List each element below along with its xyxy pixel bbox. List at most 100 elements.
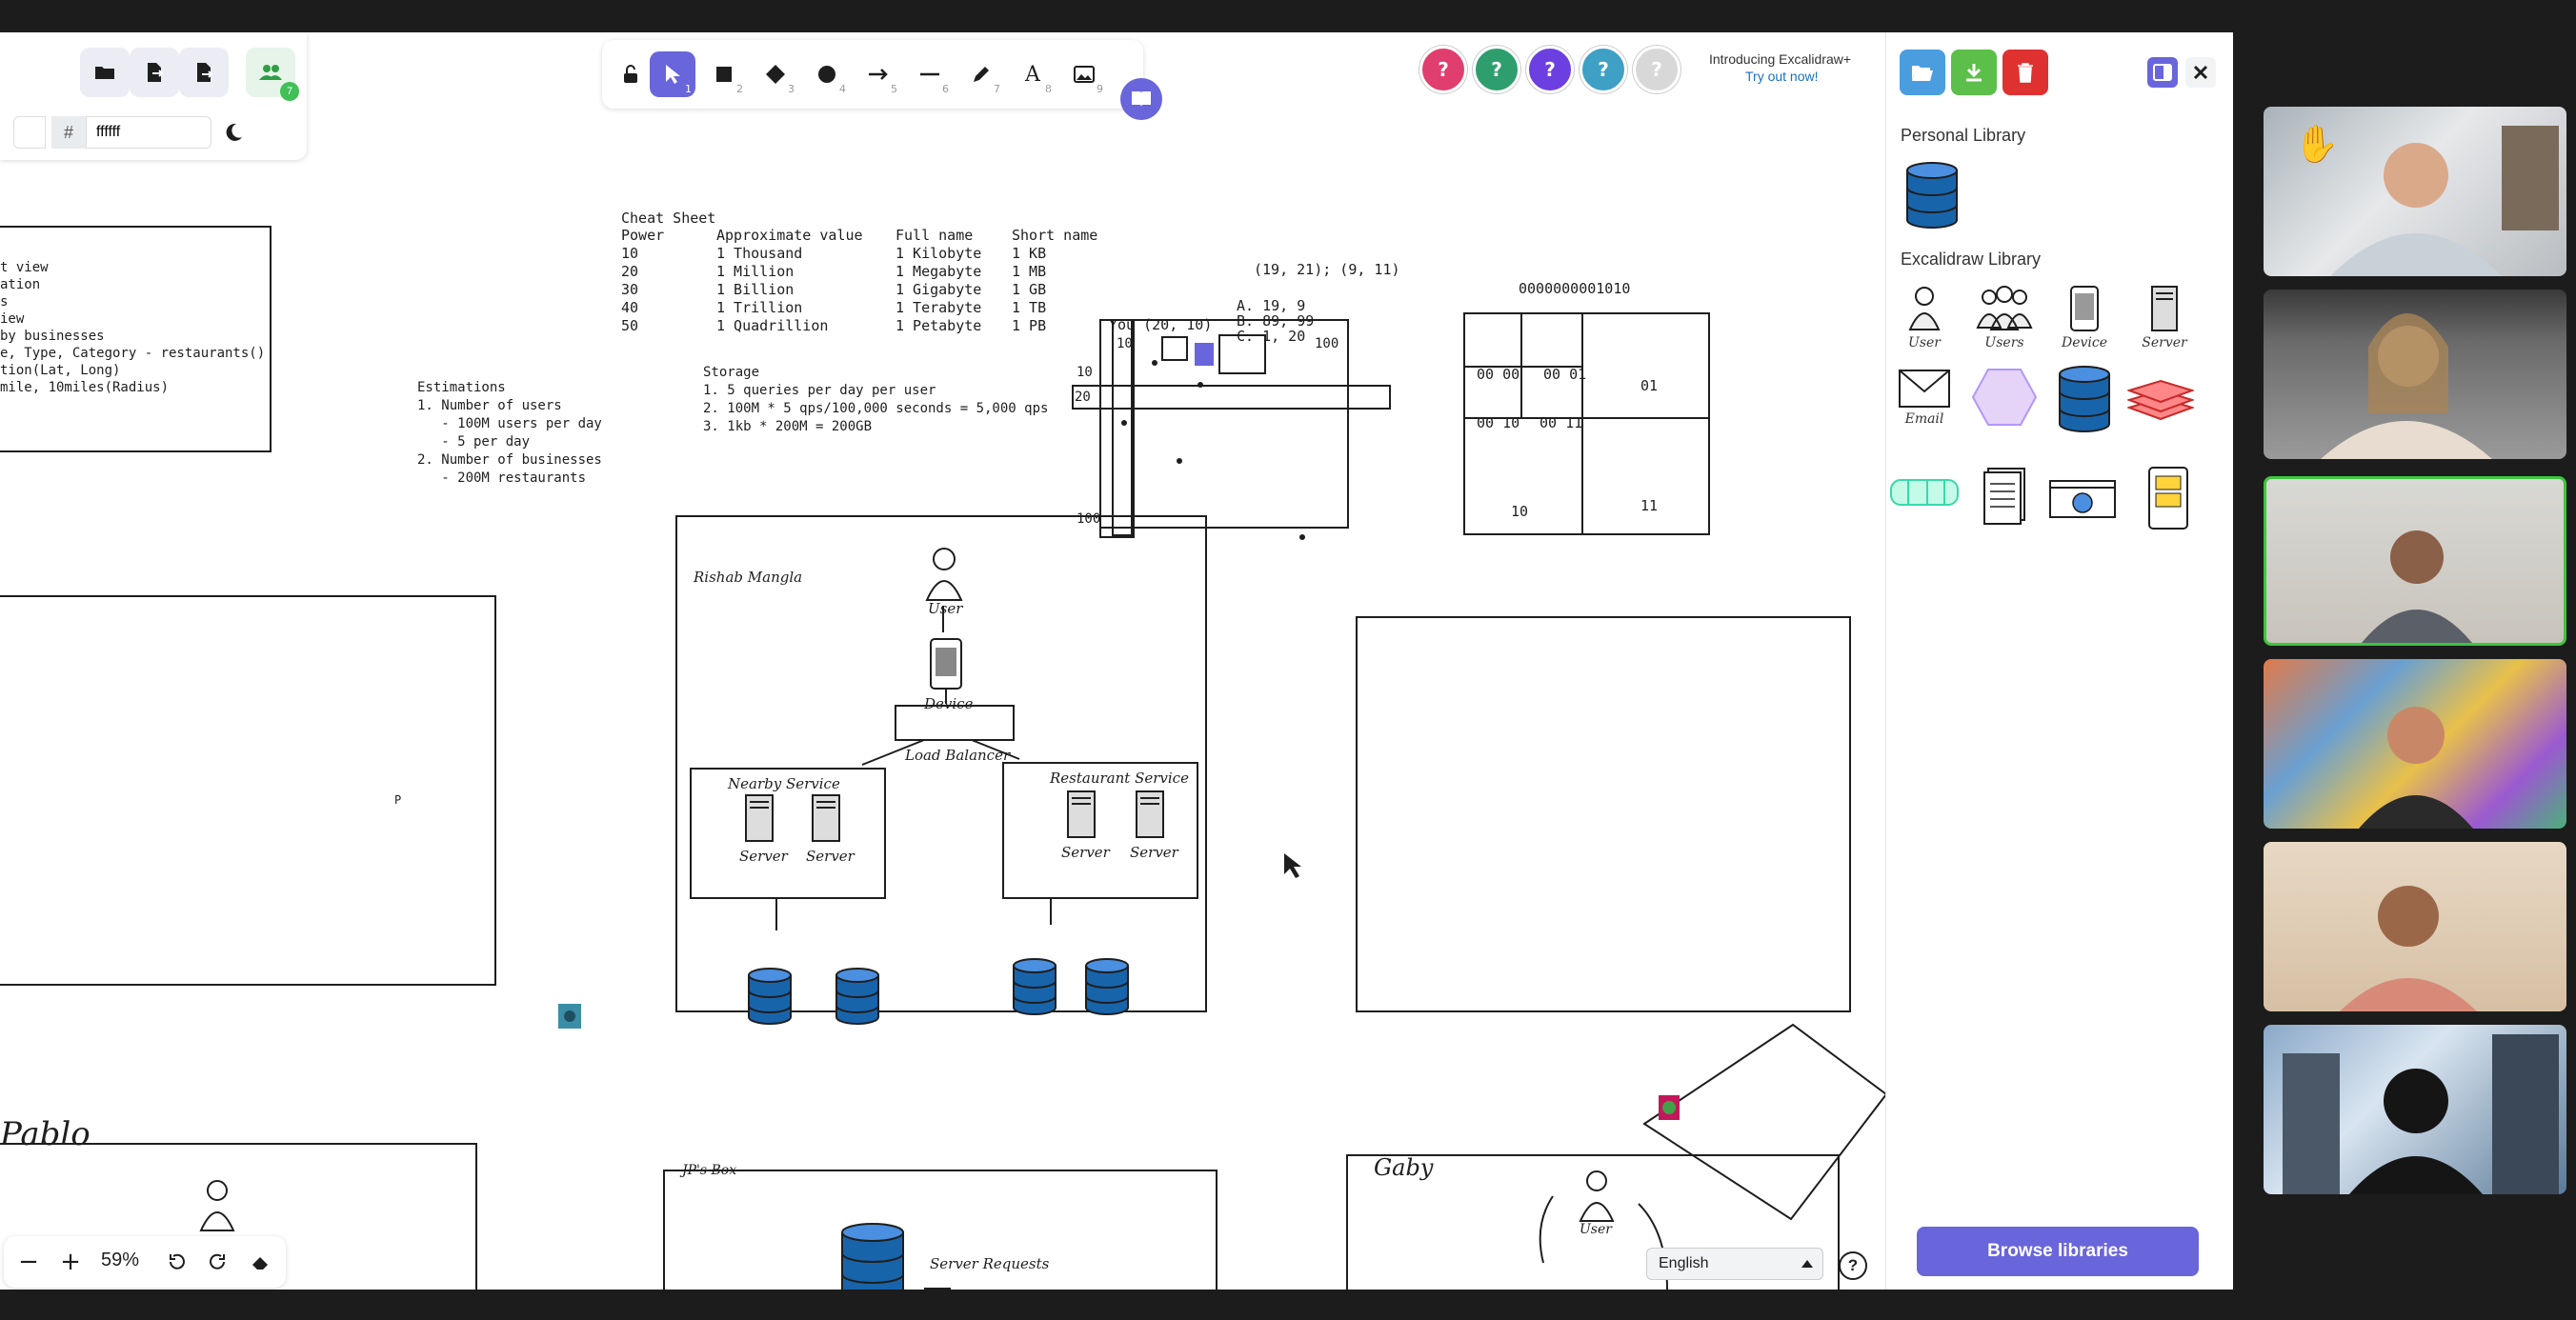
- library-item-browser[interactable]: [2044, 480, 2121, 560]
- library-item-documents[interactable]: [1966, 467, 2043, 547]
- open-button[interactable]: [80, 48, 130, 97]
- participant-1-silhouette: ✋: [2294, 123, 2559, 276]
- quad-cell-0001: 00 01: [1543, 366, 1587, 383]
- restaurant-box: [1002, 762, 1198, 899]
- queue-icon: [1890, 479, 1959, 506]
- background-swatch[interactable]: [13, 116, 46, 149]
- lock-button[interactable]: [608, 51, 654, 97]
- collaborator-avatar[interactable]: ?: [1419, 46, 1467, 93]
- image-tool[interactable]: 9: [1061, 51, 1107, 97]
- save-to-button[interactable]: [130, 48, 179, 97]
- leftlines-line: ation: [0, 277, 41, 292]
- storage-line: 3. 1kb * 200M = 200GB: [703, 419, 873, 434]
- participant-tile-4[interactable]: [2264, 659, 2566, 829]
- hash-label: #: [51, 116, 86, 149]
- server-icon: [812, 794, 840, 846]
- library-item-hexagon[interactable]: [1966, 368, 2043, 448]
- quad-box: [1463, 312, 1710, 535]
- moon-icon[interactable]: [223, 122, 244, 143]
- pablo-user-icon: [198, 1179, 236, 1236]
- library-reset-button[interactable]: [2002, 50, 2048, 95]
- participant-tile-5[interactable]: [2264, 842, 2566, 1011]
- line-tool[interactable]: 6: [907, 51, 953, 97]
- jp-server-icon: [924, 1288, 951, 1290]
- leftlines-line: t view: [0, 260, 49, 275]
- redo-button[interactable]: [200, 1244, 236, 1280]
- draw-tool[interactable]: 7: [958, 51, 1004, 97]
- arrow-tool[interactable]: 5: [855, 51, 901, 97]
- collaborator-avatar[interactable]: ?: [1473, 46, 1520, 93]
- mobile-app-icon: [2148, 467, 2188, 530]
- device-icon: [2070, 286, 2099, 331]
- folder-open-icon: [1912, 66, 1933, 81]
- participant-tile-1[interactable]: ✋: [2264, 107, 2566, 276]
- cheat-cell: 1 GB: [1012, 281, 1047, 298]
- personal-library-db-item[interactable]: [1905, 162, 1959, 232]
- leftlines-line: e, Type, Category - restaurants(): [0, 346, 266, 361]
- diamond-tool[interactable]: 3: [753, 51, 798, 97]
- grid-box: [1099, 319, 1349, 529]
- library-item-user[interactable]: User: [1886, 286, 1962, 366]
- participant-tile-3-active[interactable]: [2264, 476, 2566, 646]
- grid-you-label: You (20, 10): [1109, 316, 1213, 333]
- library-item-device[interactable]: Device: [2046, 286, 2123, 366]
- cheat-sheet-title: Cheat Sheet: [621, 210, 716, 227]
- library-item-queue[interactable]: [1886, 478, 1962, 558]
- library-item-layers[interactable]: [2123, 379, 2199, 459]
- library-item-database[interactable]: [2046, 366, 2123, 446]
- estim-line: - 200M restaurants: [417, 470, 587, 486]
- cheat-cell: 50: [621, 317, 639, 334]
- cheat-cell: 1 MB: [1012, 263, 1047, 280]
- participant-tile-6[interactable]: [2264, 1025, 2566, 1194]
- library-export-button[interactable]: [1951, 50, 1997, 95]
- library-item-users[interactable]: Users: [1966, 286, 2043, 366]
- help-button[interactable]: ?: [1839, 1251, 1867, 1280]
- library-open-button[interactable]: [1900, 50, 1945, 95]
- diagram-device-icon: [930, 638, 962, 693]
- background-hex-input[interactable]: [86, 116, 211, 149]
- database-icon: [1012, 958, 1057, 1019]
- undo-button[interactable]: [158, 1244, 194, 1280]
- cheat-cell: 40: [621, 299, 639, 316]
- selection-tool[interactable]: 1: [650, 51, 695, 97]
- language-select[interactable]: English: [1646, 1248, 1823, 1280]
- nearby-box: [690, 768, 886, 899]
- jp-box-label: JP's Box: [682, 1163, 737, 1178]
- cheat-cell: 1 Terabyte: [896, 299, 982, 316]
- collaborator-avatar[interactable]: ?: [1633, 46, 1680, 93]
- zoom-out-button[interactable]: −: [18, 1248, 39, 1276]
- collaborate-button[interactable]: 7: [246, 48, 299, 101]
- export-image-button[interactable]: [179, 48, 229, 97]
- quad-cell-01: 01: [1640, 377, 1659, 394]
- dock-sidebar-button[interactable]: [2147, 57, 2178, 88]
- quad-cell-0011: 00 11: [1540, 414, 1583, 431]
- library-item-mobile[interactable]: [2130, 467, 2206, 547]
- rectangle-tool[interactable]: 2: [701, 51, 747, 97]
- collaborator-avatar[interactable]: ?: [1526, 46, 1574, 93]
- close-sidebar-button[interactable]: [2185, 57, 2216, 88]
- browse-libraries-button[interactable]: Browse libraries: [1917, 1227, 2199, 1276]
- zoom-in-button[interactable]: +: [60, 1248, 81, 1276]
- promo-link[interactable]: Try out now!: [1745, 69, 1819, 84]
- library-toggle-button[interactable]: [1120, 78, 1162, 120]
- cheat-cell: 1 Gigabyte: [896, 281, 982, 298]
- library-item-email[interactable]: Email: [1886, 370, 1962, 450]
- cheat-cell: 1 Million: [716, 263, 795, 280]
- ellipse-tool[interactable]: 4: [804, 51, 850, 97]
- cheat-header-3: Short name: [1012, 227, 1098, 244]
- eraser-button[interactable]: [242, 1244, 278, 1280]
- eraser-icon: [252, 1257, 268, 1270]
- meeting-bottom-bar: [0, 1290, 2576, 1320]
- browser-globe-icon: [2049, 480, 2116, 518]
- library-item-server[interactable]: Server: [2126, 286, 2203, 366]
- zoom-level[interactable]: 59%: [100, 1250, 140, 1270]
- collaborator-avatar[interactable]: ?: [1580, 46, 1627, 93]
- quad-cell-10: 10: [1511, 503, 1529, 520]
- participant-tile-2[interactable]: [2264, 290, 2566, 459]
- server-label: Server: [1130, 844, 1178, 861]
- storage-line: Storage: [703, 365, 760, 380]
- trash-icon: [2018, 63, 2033, 83]
